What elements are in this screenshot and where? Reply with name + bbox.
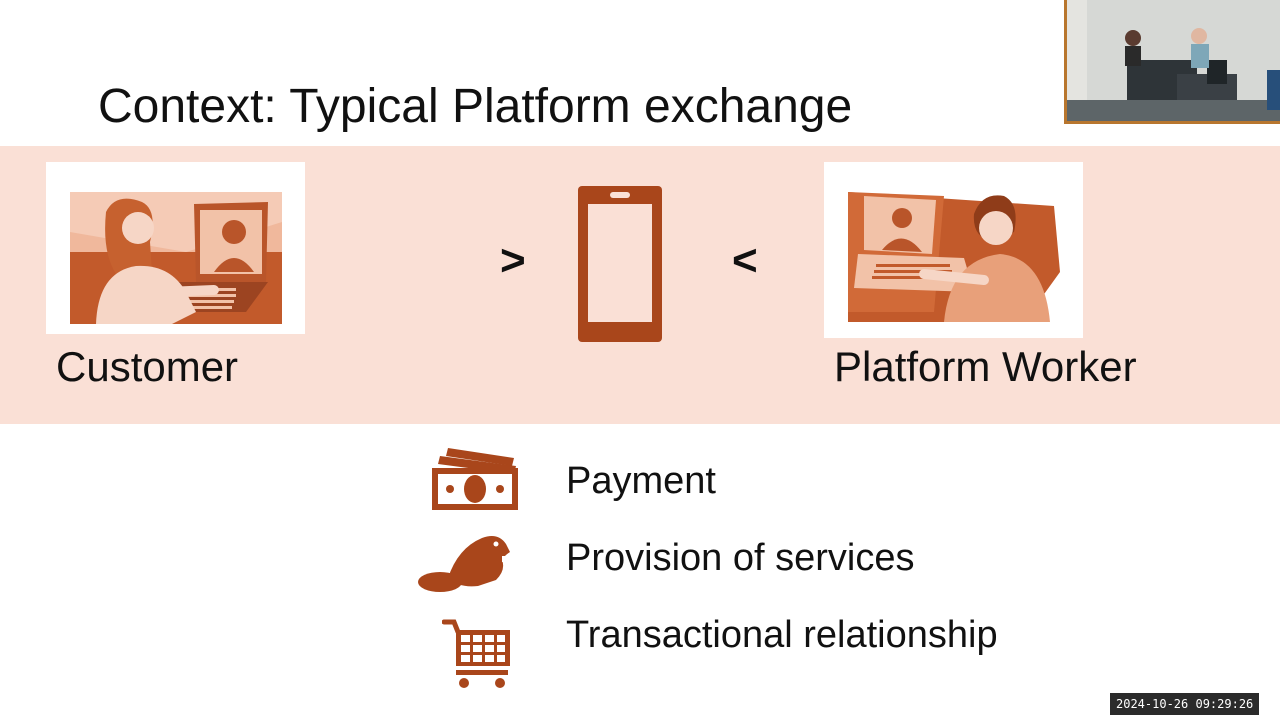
money-icon: [430, 444, 520, 517]
recording-timestamp: 2024-10-26 09:29:26: [1110, 693, 1260, 715]
customer-laptop-image: [70, 192, 282, 324]
slide-title: Context: Typical Platform exchange: [98, 80, 853, 133]
worker-laptop-image: [848, 192, 1060, 322]
provision-of-services-label: Provision of services: [566, 537, 915, 579]
customer-illustration: [46, 162, 305, 334]
webcam-thumbnail: [1064, 0, 1280, 124]
arrow-left-symbol: <: [732, 236, 758, 285]
smartphone-icon: [576, 184, 664, 349]
arrow-right-symbol: >: [500, 236, 526, 285]
customer-label: Customer: [56, 343, 239, 390]
transactional-relationship-label: Transactional relationship: [566, 614, 998, 656]
shopping-cart-icon: [441, 616, 514, 695]
platform-worker-illustration: [824, 162, 1083, 338]
beaver-icon: [418, 530, 514, 601]
payment-label: Payment: [566, 460, 716, 502]
platform-worker-label: Platform Worker: [834, 343, 1137, 390]
